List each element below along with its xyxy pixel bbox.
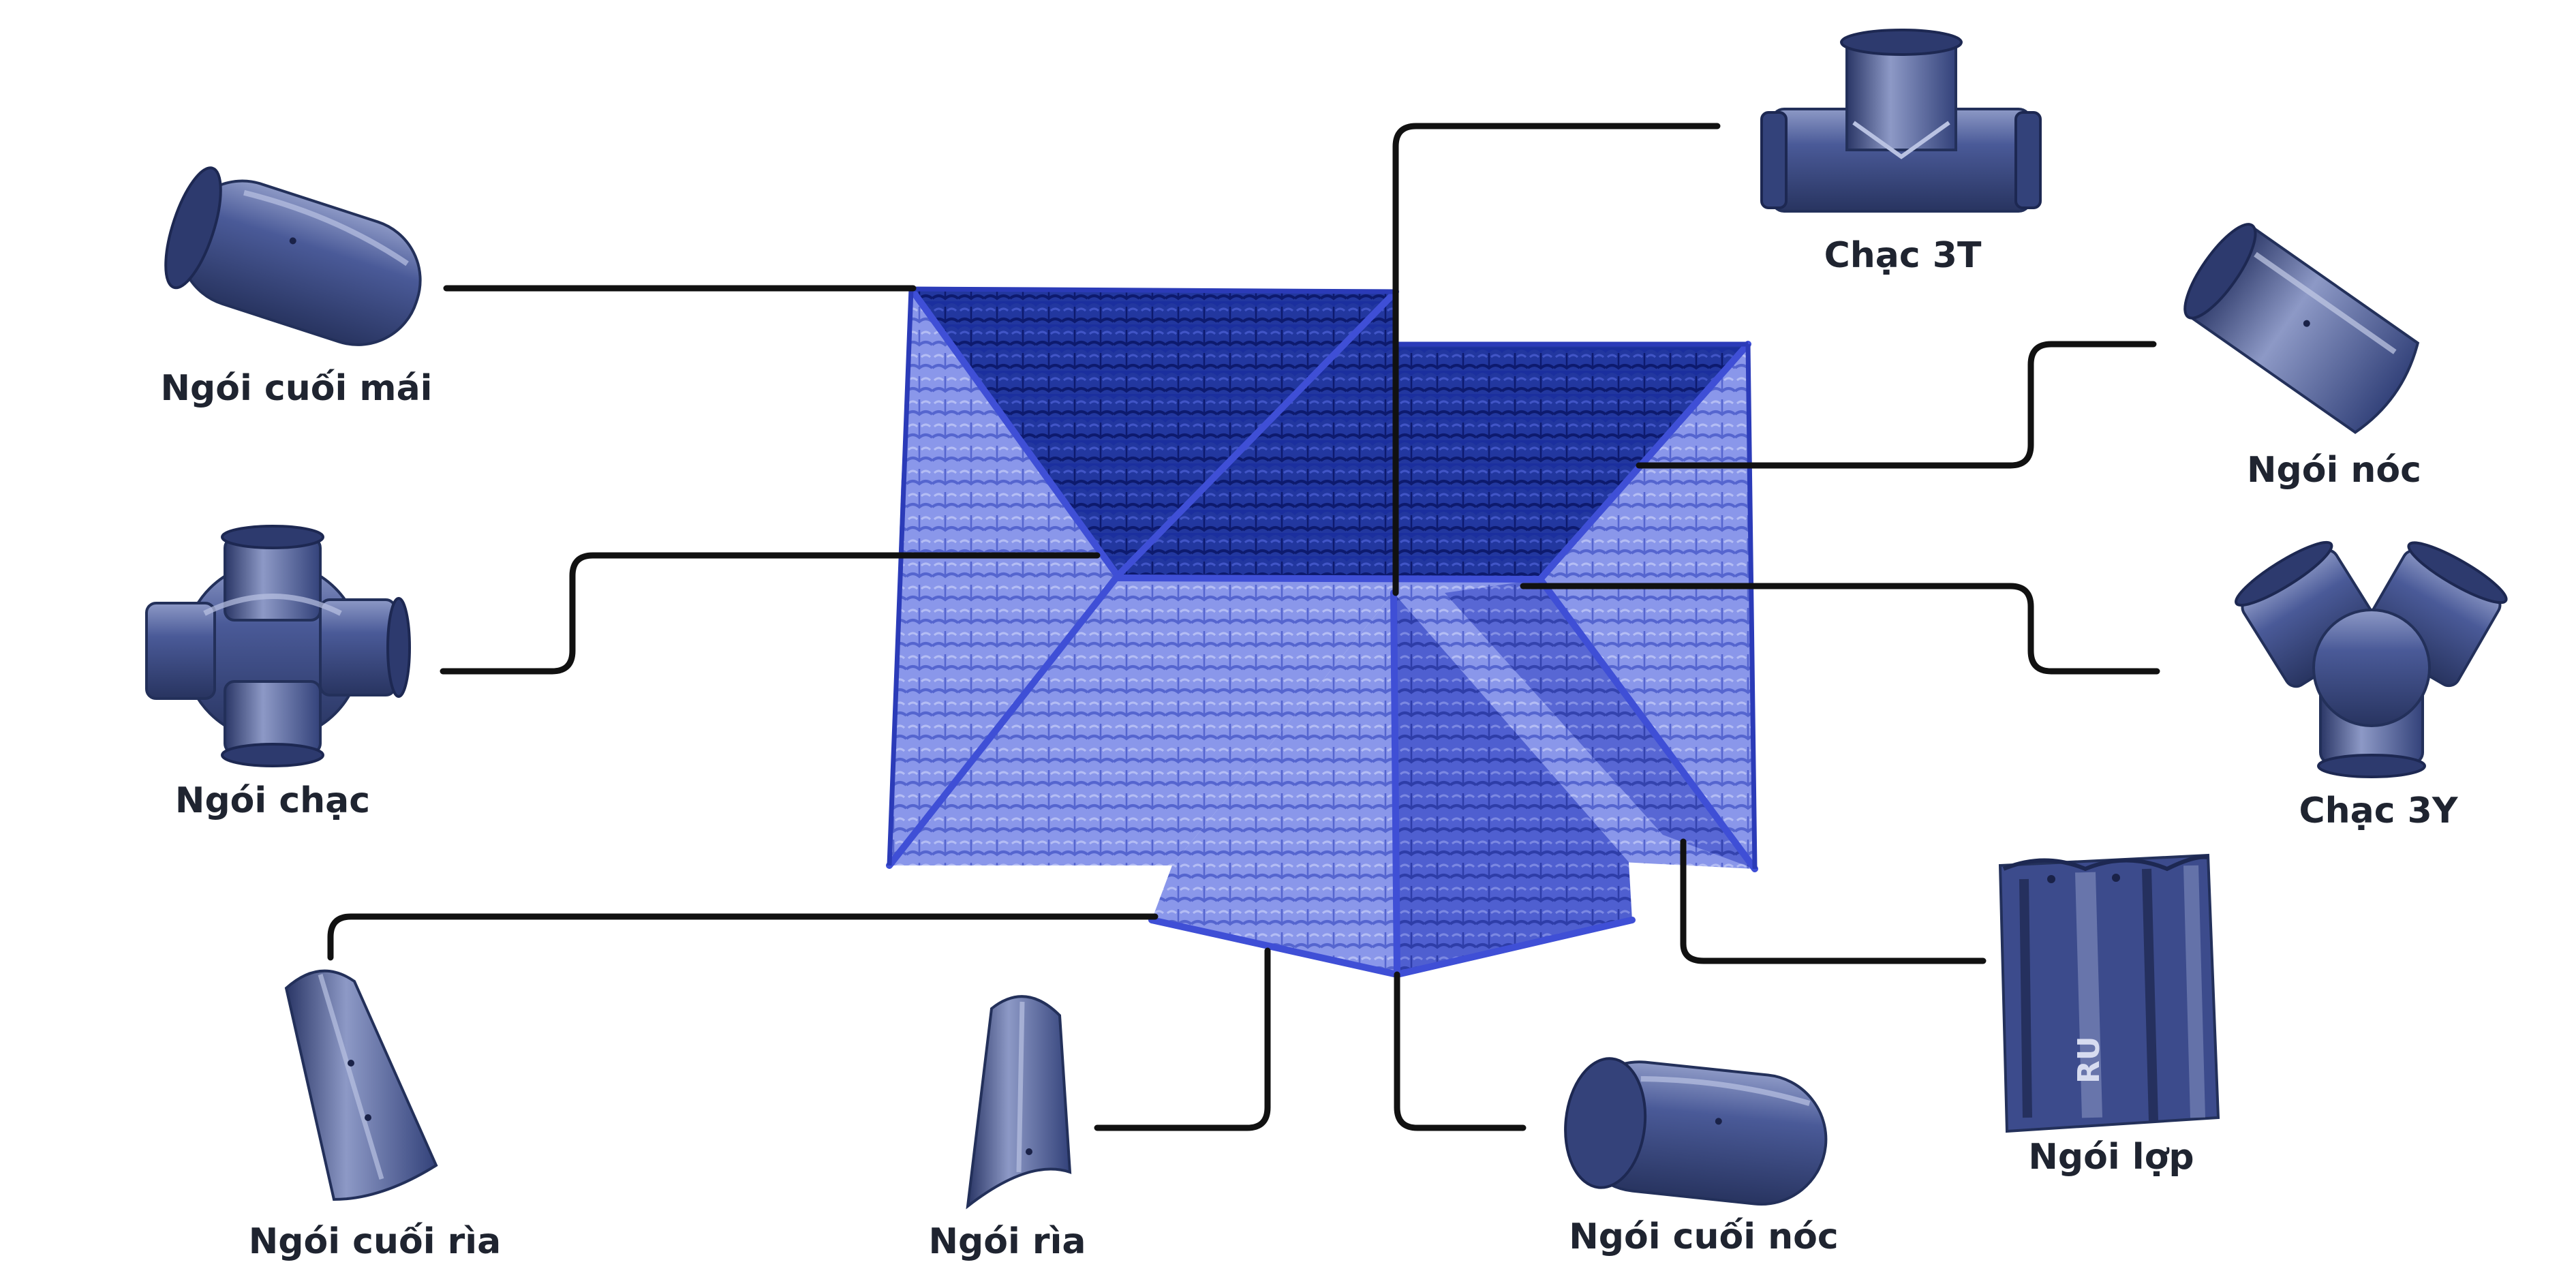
eave-edge: [887, 288, 914, 866]
roof-plane-gable-right: [1394, 593, 1632, 975]
label-ngoi-noc: Ngói nóc: [2247, 450, 2421, 491]
leader-line-ngoi-chac: [440, 552, 1101, 675]
gable-ridge: [1390, 589, 1400, 978]
hip-roof: [886, 286, 1758, 978]
eave-edge: [910, 286, 1396, 294]
chac-3t-part: [1760, 29, 2042, 213]
rake-edge: [1148, 917, 1400, 978]
hip-ridge: [886, 572, 1121, 869]
ngoi-noc-part: [2183, 223, 2420, 434]
ngoi-lop-part: RU: [1998, 853, 2220, 1133]
label-ngoi-cuoi-ria: Ngói cuối rìa: [248, 1221, 502, 1262]
ngoi-ria-part: [966, 995, 1072, 1210]
label-ngoi-lop: Ngói lợp: [2028, 1137, 2194, 1178]
leader-line-ngoi-cuoi-noc: [1394, 971, 1527, 1131]
leader-line-ngoi-lop: [1680, 838, 1987, 964]
leader-line-ngoi-ria: [1094, 947, 1271, 1131]
roof-plane-right-lower: [1445, 579, 1755, 869]
roof-plane-left: [889, 289, 1118, 865]
leader-line-ngoi-noc: [1636, 341, 2157, 469]
chac-3y-part: [2235, 540, 2508, 778]
ngoi-chac-part: [145, 525, 411, 767]
leader-line-chac-3y: [1520, 583, 2160, 675]
leader-line-ngoi-cuoi-ria: [327, 913, 1159, 961]
main-ridge: [1114, 574, 1544, 583]
roof-plane-top-left: [911, 289, 1396, 576]
label-ngoi-cuoi-mai: Ngói cuối mái: [160, 368, 433, 409]
roof-plane-top-right: [1118, 292, 1748, 579]
roof-plane-gable-left: [1152, 593, 1397, 975]
label-ngoi-ria: Ngói rìa: [928, 1221, 1086, 1262]
hip-ridge: [1537, 576, 1758, 872]
rake-edge: [1394, 917, 1636, 978]
hip-ridge: [1114, 288, 1399, 579]
ngoi-cuoi-ria-part: [284, 969, 438, 1201]
ngoi-cuoi-noc-part: [1564, 1057, 1828, 1206]
leader-line-chac-3t: [1392, 123, 1721, 596]
label-ngoi-chac: Ngói chạc: [174, 780, 371, 821]
roof-plane-right: [1540, 344, 1755, 869]
hip-ridge: [1537, 341, 1751, 583]
hip-ridge: [908, 286, 1121, 579]
eave-edge: [1745, 343, 1758, 870]
ngoi-lop-brand-mark: RU: [2072, 1036, 2106, 1084]
label-chac-3y: Chạc 3Y: [2299, 791, 2458, 831]
label-ngoi-cuoi-noc: Ngói cuối nóc: [1569, 1216, 1839, 1257]
label-chac-3t: Chạc 3T: [1824, 235, 1982, 276]
ngoi-cuoi-mai-part: [164, 166, 422, 346]
